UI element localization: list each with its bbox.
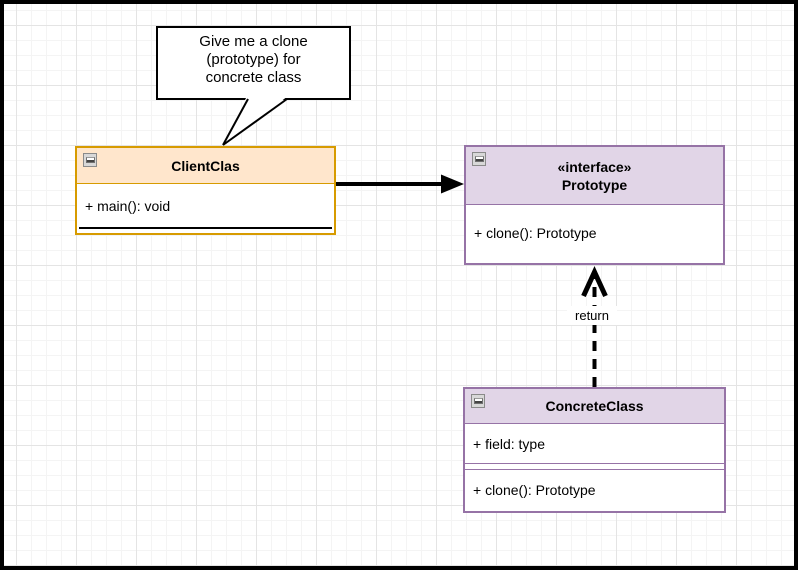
interface-prototype-member: + clone(): Prototype (474, 225, 597, 241)
return-dashed-arrow (581, 265, 608, 387)
association-arrow (336, 174, 464, 194)
class-clientclas: ClientClas + main(): void (75, 146, 336, 235)
callout-line-2: (prototype) for (206, 51, 301, 68)
edge-label-return: return (567, 306, 617, 325)
class-clientclas-header: ClientClas (77, 148, 334, 184)
callout-note: Give me a clone (prototype) for concrete… (156, 26, 351, 100)
interface-prototype-title: Prototype (561, 176, 628, 193)
open-arrowhead-icon (581, 265, 608, 298)
interface-prototype: «interface» Prototype + clone(): Prototy… (464, 145, 725, 265)
compartment-gap (465, 464, 724, 469)
collapse-icon[interactable] (83, 153, 97, 167)
separator-line (79, 227, 332, 229)
class-concreteclass-header: ConcreteClass (465, 389, 724, 424)
interface-stereotype: «interface» (557, 158, 632, 175)
callout-tail (222, 96, 288, 146)
class-concreteclass-field: + field: type (465, 424, 724, 464)
class-clientclas-member: + main(): void (85, 197, 171, 214)
filled-arrowhead-icon (441, 174, 464, 194)
class-clientclas-title: ClientClas (171, 157, 240, 174)
class-concreteclass-title: ConcreteClass (545, 398, 644, 414)
callout-line-1: Give me a clone (199, 33, 308, 50)
interface-prototype-header: «interface» Prototype (466, 147, 723, 205)
class-concreteclass-method: + clone(): Prototype (465, 469, 724, 510)
collapse-icon[interactable] (471, 394, 485, 408)
class-concreteclass: ConcreteClass + field: type + clone(): P… (463, 387, 726, 513)
collapse-icon[interactable] (472, 152, 486, 166)
callout-line-3: concrete class (205, 69, 302, 86)
